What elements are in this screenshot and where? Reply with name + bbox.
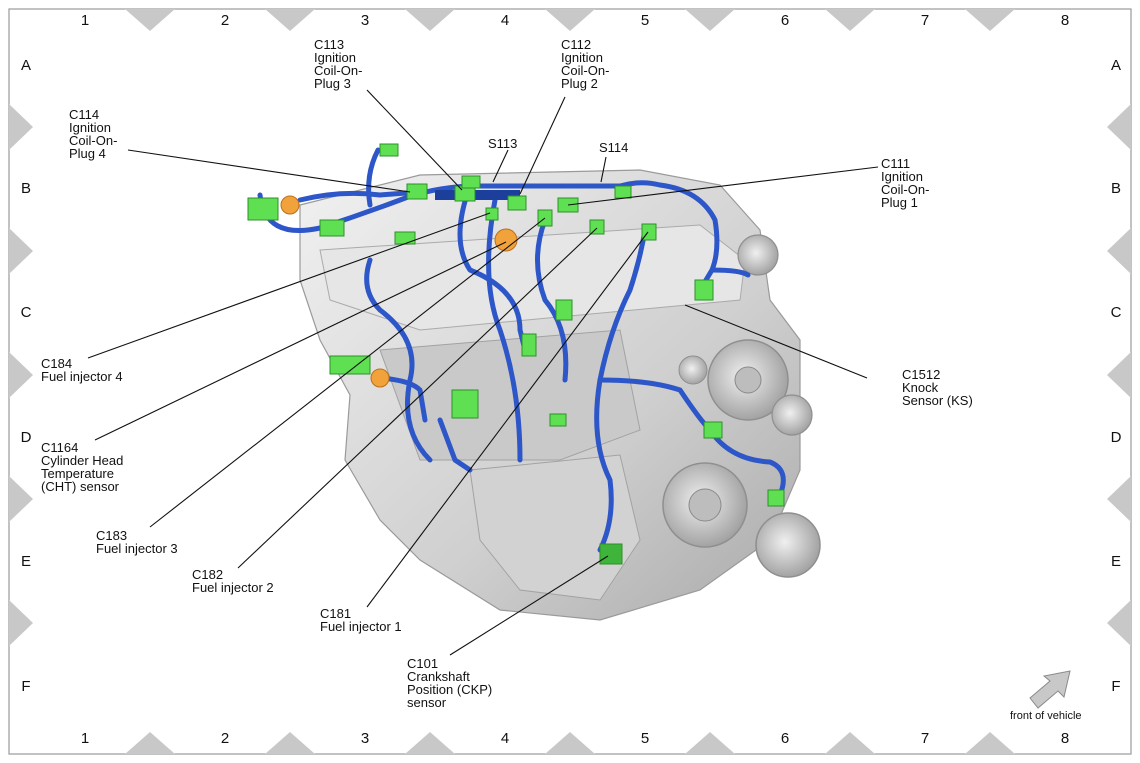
callout-c114: C114 Ignition Coil-On- Plug 4 [69,107,118,161]
grid-col-bottom-6: 6 [780,730,790,747]
sensors [280,195,518,388]
callout-c113: C113 Ignition Coil-On- Plug 3 [314,37,363,91]
grid-col-bottom-8: 8 [1060,730,1070,747]
grid-col-top-6: 6 [780,12,790,29]
callout-c112: C112 Ignition Coil-On- Plug 2 [561,37,610,91]
connector-c1512 [694,279,714,301]
ac-pulley [755,512,821,578]
callout-c183: C183 Fuel injector 3 [96,528,178,556]
grid-row-right-f: F [1111,678,1121,695]
callout-c182: C182 Fuel injector 2 [192,567,274,595]
grid-col-top-7: 7 [920,12,930,29]
grid-col-bottom-2: 2 [220,730,230,747]
callout-c111: C111 Ignition Coil-On- Plug 1 [881,156,930,210]
grid-row-left-f: F [21,678,31,695]
grid-row-right-a: A [1110,57,1121,74]
grid-col-bottom-1: 1 [80,730,90,747]
grid-row-left-b: B [20,180,31,197]
grid-col-bottom-4: 4 [500,730,510,747]
grid-col-top-1: 1 [80,12,90,29]
grid-row-left-e: E [20,553,31,570]
splice-s113-label: S113 [488,136,518,151]
connector-c112 [507,195,527,211]
grid-col-bottom-5: 5 [640,730,650,747]
grid-row-right-e: E [1110,553,1121,570]
frame-markers [9,9,1131,754]
callout-c181: C181 Fuel injector 1 [320,606,402,634]
grid-col-top-4: 4 [500,12,510,29]
grid-row-left-c: C [20,304,32,321]
callout-c1512: C1512 Knock Sensor (KS) [902,367,973,408]
connector-c182 [589,219,605,235]
callout-c184: C184 Fuel injector 4 [41,356,123,384]
cht-sensor [494,228,518,252]
leader-lines [87,89,879,656]
wiring-harness [257,147,786,553]
grid-row-right-b: B [1110,180,1121,197]
grid-row-left-d: D [20,429,32,446]
front-of-vehicle-label: front of vehicle [1010,710,1082,722]
grid-col-top-3: 3 [360,12,370,29]
grid-col-top-2: 2 [220,12,230,29]
grid-col-top-8: 8 [1060,12,1070,29]
grid-col-bottom-3: 3 [360,730,370,747]
grid-row-left-a: A [20,57,31,74]
grid-row-right-d: D [1110,429,1122,446]
grid-col-bottom-7: 7 [920,730,930,747]
callout-c1164: C1164 Cylinder Head Temperature (CHT) se… [41,440,124,494]
callout-c101: C101 Crankshaft Position (CKP) sensor [407,656,493,710]
connectors [247,143,785,565]
grid-col-top-5: 5 [640,12,650,29]
front-arrow-icon [1029,670,1071,709]
splice-s114-label: S114 [599,140,629,155]
grid-row-right-c: C [1110,304,1122,321]
connector-c101 [599,543,623,565]
